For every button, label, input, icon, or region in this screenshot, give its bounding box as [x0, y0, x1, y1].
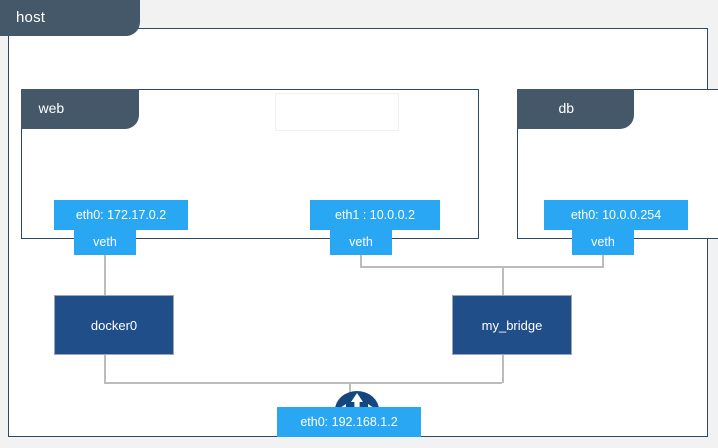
bridge-docker0-label: docker0 [90, 317, 138, 333]
interface-db-eth0[interactable]: eth0: 10.0.0.254 [544, 200, 688, 230]
host-frame: web eth0: 172.17.0.2 eth1 : 10.0.0.2 db … [8, 28, 718, 437]
veth-db-eth0[interactable]: veth [572, 229, 634, 255]
interface-web-eth0[interactable]: eth0: 172.17.0.2 [54, 200, 188, 230]
bridge-my-bridge[interactable]: my_bridge [452, 295, 572, 355]
connector-veth-to-docker0 [104, 255, 106, 323]
container-db-tab: db [516, 88, 634, 129]
container-db-label: db [558, 99, 575, 116]
container-web[interactable]: web eth0: 172.17.0.2 eth1 : 10.0.0.2 [20, 88, 479, 239]
host-tab: host [0, 0, 140, 36]
host-label: host [16, 9, 46, 26]
interface-host-eth0-label: eth0: 192.168.1.2 [300, 415, 398, 429]
veth-web-eth0-label: veth [93, 235, 117, 249]
interface-web-eth1[interactable]: eth1 : 10.0.0.2 [310, 200, 440, 230]
ghost-rectangle-artifact [275, 93, 399, 131]
connector-bridge-bus [360, 266, 604, 268]
connector-bus-to-my-bridge [502, 266, 504, 323]
veth-web-eth1[interactable]: veth [330, 229, 392, 255]
connector-veth3-stub [602, 255, 604, 267]
interface-web-eth0-label: eth0: 172.17.0.2 [75, 208, 167, 222]
interface-db-eth0-label: eth0: 10.0.0.254 [570, 208, 662, 222]
connector-veth2-stub [360, 255, 362, 267]
interface-web-eth1-label: eth1 : 10.0.0.2 [335, 208, 415, 222]
connector-my-bridge-down [502, 355, 504, 383]
container-web-label: web [38, 99, 65, 116]
container-web-tab: web [20, 88, 139, 129]
connector-docker0-down [104, 355, 106, 383]
interface-host-eth0[interactable]: eth0: 192.168.1.2 [277, 407, 421, 437]
connector-router-bus [104, 382, 502, 384]
bridge-docker0[interactable]: docker0 [54, 295, 174, 355]
veth-web-eth1-label: veth [349, 235, 373, 249]
container-db[interactable]: db eth0: 10.0.0.254 [516, 88, 718, 239]
bridge-my-bridge-label: my_bridge [481, 317, 543, 333]
veth-web-eth0[interactable]: veth [74, 229, 136, 255]
veth-db-eth0-label: veth [591, 235, 615, 249]
